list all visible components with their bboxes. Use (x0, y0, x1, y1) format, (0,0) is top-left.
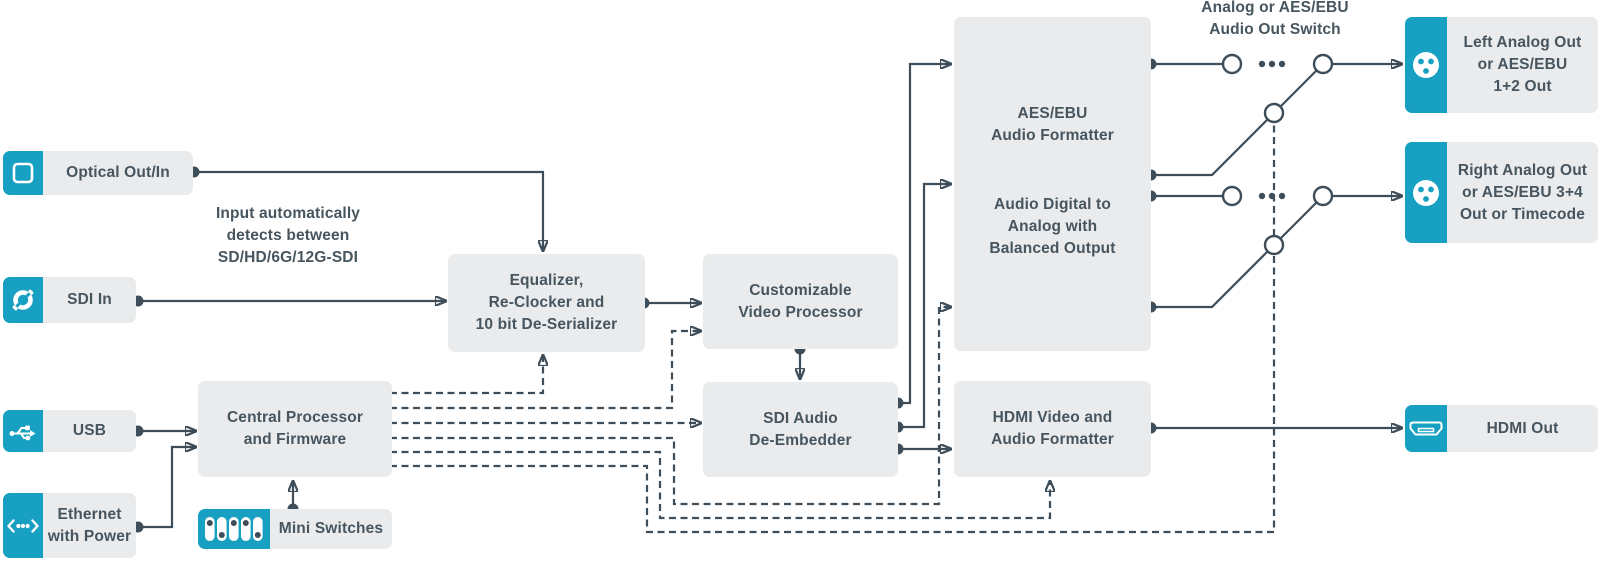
input-sdi: SDI In (3, 277, 136, 323)
hdmi-formatter-block: HDMI Video and Audio Formatter (954, 381, 1151, 477)
aes-ebu-formatter-label: AES/EBU Audio Formatter (991, 105, 1114, 144)
auto-detect-note: Input automatically detects between SD/H… (215, 205, 361, 266)
control-wire-to-video-processor (390, 331, 701, 410)
control-wire-to-audio-out-switch (390, 123, 1276, 534)
optical-port-icon (3, 151, 43, 195)
mini-switches-label: Mini Switches (278, 520, 384, 537)
input-optical-label: Optical Out/In (66, 164, 170, 181)
central-processor-block: Central Processor and Firmware (198, 381, 392, 477)
input-ethernet-label-line1: Ethernet (57, 505, 122, 523)
mini-switches-block: Mini Switches (198, 509, 392, 549)
audio-dac-label: Audio Digital to Analog with Balanced Ou… (989, 196, 1116, 257)
input-usb: USB (3, 410, 136, 452)
video-processor-block: Customizable Video Processor (703, 254, 898, 349)
control-wire-to-equalizer (390, 355, 543, 395)
audio-out-switch-1 (1145, 53, 1403, 181)
output-left-analog: Left Analog Out or AES/EBU 1+2 Out (1405, 17, 1598, 113)
output-hdmi: HDMI Out (1405, 405, 1598, 452)
de-embedder-block: SDI Audio De-Embedder (703, 382, 898, 477)
control-wire-to-hdmi-formatter (390, 450, 1050, 520)
audio-formatter-dac-block: AES/EBU Audio Formatter Audio Digital to… (954, 17, 1151, 351)
input-optical: Optical Out/In (3, 151, 193, 195)
wire-usb-to-central-processor (132, 425, 197, 437)
input-ethernet-label-line2: with Power (47, 527, 132, 545)
ethernet-icon (3, 493, 43, 558)
wire-de-embedder-to-aes-formatter (892, 64, 952, 409)
xlr-icon (1405, 17, 1447, 113)
wire-de-embedder-to-hdmi-formatter (892, 443, 952, 455)
equalizer-block: Equalizer, Re-Clocker and 10 bit De-Seri… (448, 254, 645, 352)
sdi-connector-icon (3, 277, 43, 323)
usb-icon (3, 410, 43, 452)
wire-de-embedder-to-audio-dac (892, 184, 952, 433)
wire-ethernet-to-central-processor (132, 447, 197, 533)
audio-out-switch-title: Analog or AES/EBU Audio Out Switch (1201, 0, 1349, 38)
input-usb-label: USB (72, 422, 107, 439)
audio-out-switch-2 (1145, 185, 1403, 313)
control-wire-to-audio-box (390, 307, 951, 506)
wire-sdi-to-equalizer (132, 295, 447, 307)
input-ethernet: Ethernet with Power (3, 493, 136, 558)
wire-equalizer-to-video-processor (638, 297, 702, 309)
output-right-analog: Right Analog Out or AES/EBU 3+4 Out or T… (1405, 142, 1598, 243)
dip-switches-icon (198, 509, 270, 549)
xlr-icon (1405, 142, 1447, 243)
hdmi-icon (1405, 405, 1447, 452)
input-sdi-label: SDI In (67, 291, 112, 308)
